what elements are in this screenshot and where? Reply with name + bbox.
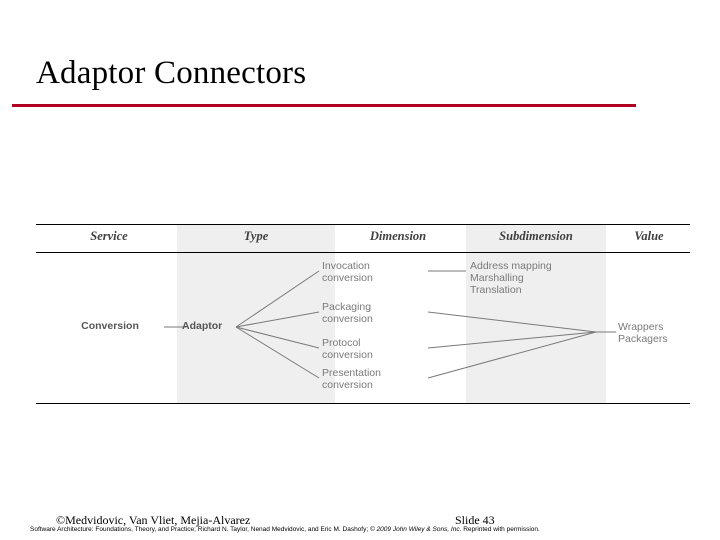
column-header-value: Value: [634, 229, 664, 243]
cell-subdimension-list: Address mapping Marshalling Translation: [470, 260, 552, 296]
column-header-service: Service: [90, 229, 128, 243]
footer-citation: Software Architecture: Foundations, Theo…: [30, 526, 540, 533]
cell-type-adaptor: Adaptor: [182, 320, 223, 332]
page-title: Adaptor Connectors: [36, 55, 307, 91]
cell-value-list: Wrappers Packagers: [618, 321, 668, 345]
cell-dimension-packaging: Packaging conversion: [322, 301, 373, 325]
connector-lines: [164, 270, 616, 379]
table-bottom-border: [36, 403, 690, 404]
column-header-type: Type: [243, 229, 269, 243]
cell-dimension-protocol: Protocol conversion: [322, 337, 373, 361]
cell-service-conversion: Conversion: [81, 320, 139, 332]
citation-part-italic: © 2009 John Wiley & Sons, Inc.: [369, 526, 462, 533]
column-header-subdimension: Subdimension: [499, 229, 573, 243]
footer-slide-number: Slide 43: [455, 513, 495, 527]
table-top-border: [36, 224, 690, 225]
table-header-border: [36, 252, 690, 253]
subdimension-column-band: [466, 225, 606, 403]
cell-dimension-presentation: Presentation conversion: [322, 367, 381, 391]
title-divider: [12, 104, 636, 107]
cell-dimension-invocation: Invocation conversion: [322, 260, 373, 284]
footer-authors: ©Medvidovic, Van Vliet, Mejia-Alvarez: [56, 513, 251, 527]
column-header-dimension: Dimension: [369, 229, 427, 243]
citation-part-2: Reprinted with permission.: [461, 526, 540, 533]
citation-part-1: Software Architecture: Foundations, Theo…: [30, 526, 370, 533]
adaptor-connector-table: Service Type Dimension Subdimension Valu…: [36, 224, 690, 404]
